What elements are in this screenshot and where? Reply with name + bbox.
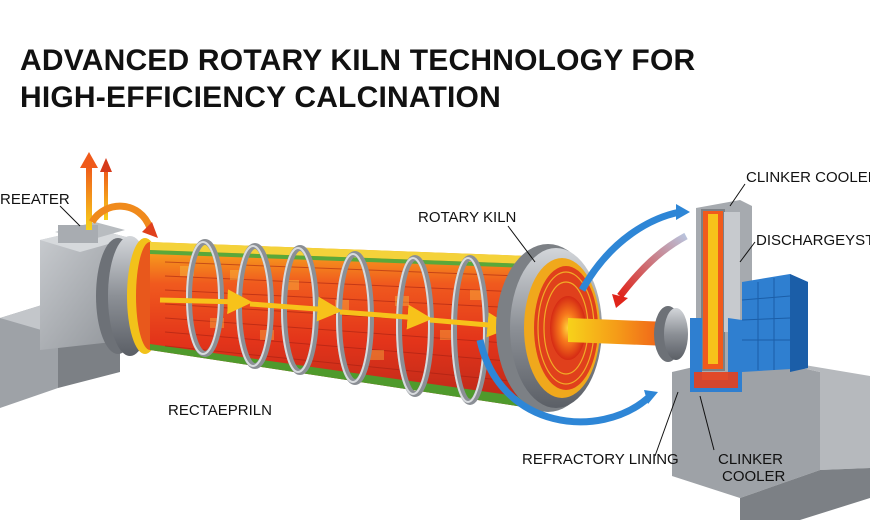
label-rectaeprln: RECTAEPRILN — [168, 402, 272, 419]
label-rotary-kiln: ROTARY KILN — [418, 209, 517, 226]
title-line-1: ADVANCED ROTARY KILN TECHNOLOGY FOR — [20, 44, 696, 77]
label-clinker-cooler-top: CLINKER COOLER — [746, 169, 870, 186]
label-discharge-system: DISCHARGEYSTEM — [756, 232, 870, 249]
air-flow-arrows — [476, 204, 690, 426]
label-clinker-cooler-bottom-line2: COOLER — [722, 468, 786, 485]
kiln-outlet-cutaway — [496, 244, 602, 412]
label-leader-lines — [59, 183, 756, 457]
discharge-equipment-cabinet — [741, 274, 808, 372]
exhaust-heat-arrows — [80, 152, 158, 238]
title-line-2: HIGH-EFFICIENCY CALCINATION — [20, 81, 501, 114]
label-preheater: REEATER — [0, 191, 70, 208]
diagram-title: ADVANCED ROTARY KILN TECHNOLOGY FOR HIGH… — [20, 42, 695, 116]
material-flow-arrows — [159, 289, 513, 338]
hot-clinker-beam — [568, 318, 668, 346]
label-refractory-lining: REFRACTORY LINING — [522, 451, 679, 468]
cooler-blue-housing — [690, 318, 742, 392]
label-clinker-cooler-bottom-line1: CLINKER — [718, 451, 784, 468]
cooler-inlet-coupling — [654, 306, 688, 362]
